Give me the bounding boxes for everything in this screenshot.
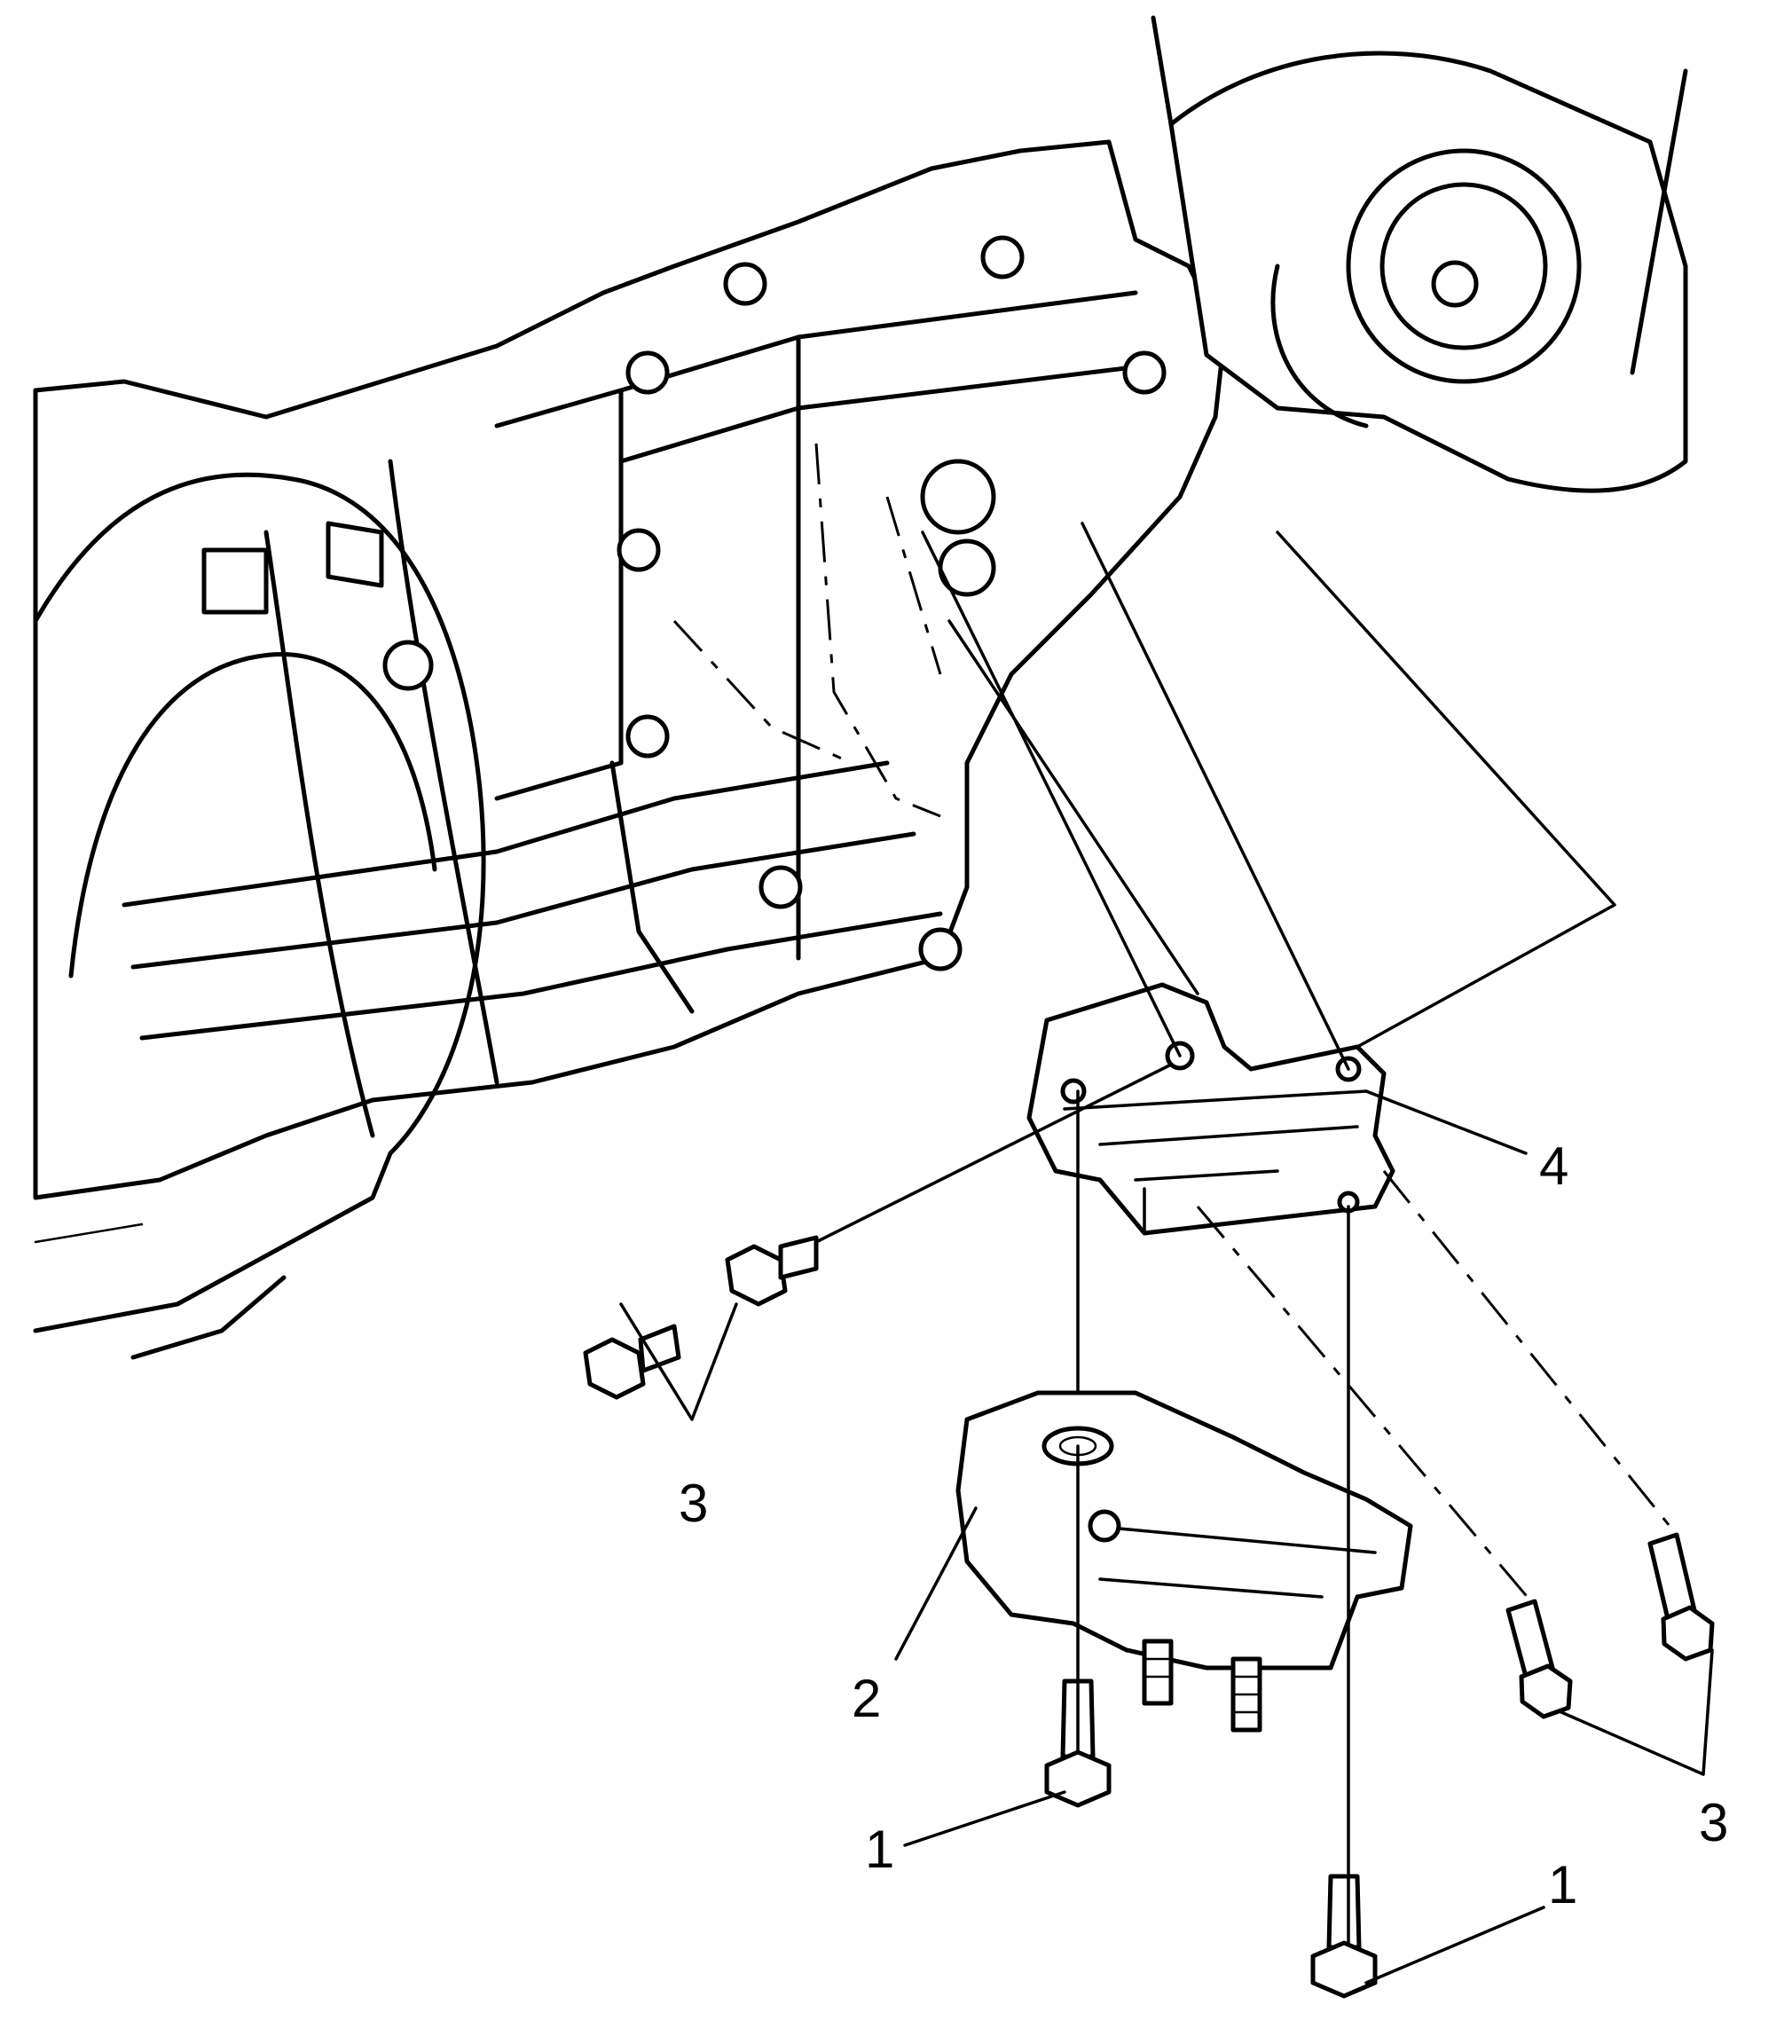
callout-2: 2 — [852, 1669, 881, 1728]
bolt-icon — [725, 1235, 819, 1307]
transmission-mount-isolator — [955, 1390, 1413, 1733]
callout-3-left: 3 — [679, 1474, 708, 1533]
callout-1-right: 1 — [1548, 1855, 1577, 1914]
alignment-lines — [814, 522, 1678, 1945]
transmission-housing — [33, 15, 1688, 1360]
callout-1-left: 1 — [865, 1820, 894, 1879]
bolt-icon — [1505, 1599, 1573, 1719]
bolt-icon — [1647, 1532, 1715, 1662]
callout-3-right: 3 — [1699, 1793, 1728, 1852]
callout-leaders — [619, 1089, 1714, 1985]
callout-4: 4 — [1539, 1136, 1568, 1196]
bolt-icon — [583, 1324, 681, 1400]
bolt-icon — [1310, 1874, 1378, 1999]
